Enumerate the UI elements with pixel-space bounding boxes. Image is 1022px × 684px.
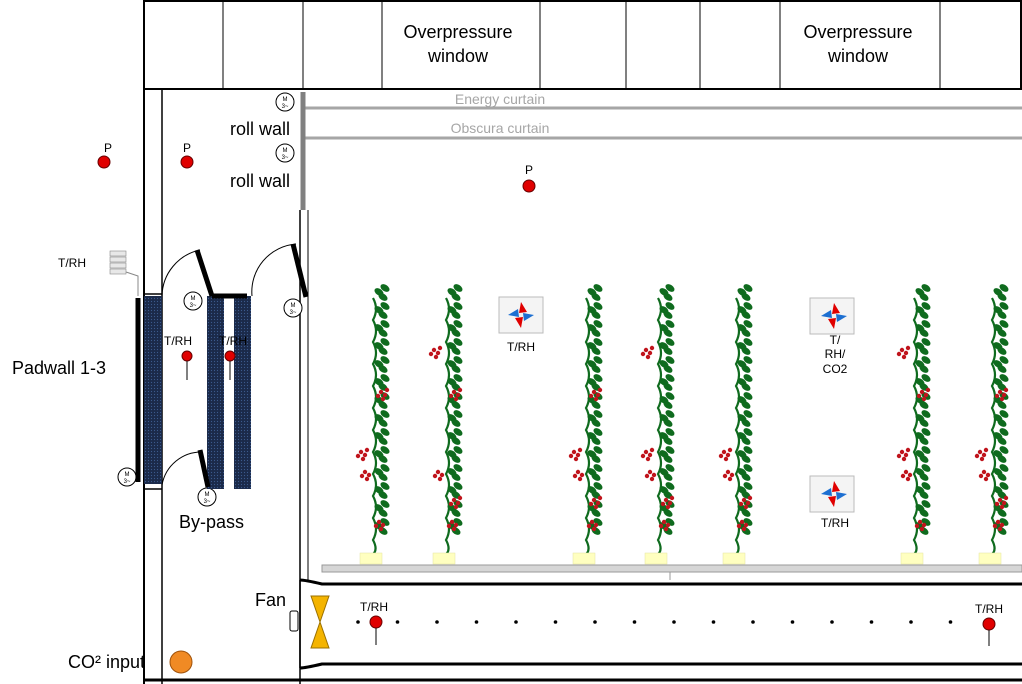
duct-hole [790,620,795,624]
roll-wall-label-lower: roll wall [230,171,290,191]
energy-curtain-label: Energy curtain [455,91,545,107]
corridor-trh-sensor-1: T/RH [164,334,193,380]
pressure-sensor-corridor: P [180,141,194,169]
air-duct [299,578,1022,670]
corridor-trh-sensor-2: T/RH [219,334,247,380]
outdoor-trh-label: T/RH [58,256,86,270]
tomato-plant [640,284,675,565]
tomato-plant [718,284,753,565]
fan-label: Fan [255,590,286,610]
fan-icon [289,595,330,649]
duct-hole [869,620,874,624]
motor-icon: M 3~ [117,467,137,487]
sensor-box-logo-icon [821,481,847,507]
duct-hole [948,620,953,624]
motor-icon: M 3~ [275,143,295,163]
growing-table [321,564,1022,573]
corridor-pad-2 [234,296,251,489]
corridor-pad-1 [207,296,224,489]
pressure-sensor-greenhouse: P [522,163,536,193]
tomato-plant [896,284,931,565]
obscura-curtain-label: Obscura curtain [451,120,550,136]
sensor-box-2 [809,297,855,335]
sensor-box-1 [498,296,544,334]
pressure-sensor-outside: P [97,141,112,169]
overpressure-window-label-left-line1: Overpressure [403,22,512,42]
motor-label: 3~ [190,303,197,309]
pressure-label: P [104,141,112,155]
corridor-trh-label: T/RH [219,334,247,348]
sensor-box-2-label-line2: RH/ [825,347,846,361]
motor-label: 3~ [290,310,297,316]
duct-trh-label: T/RH [360,600,388,614]
duct-trh-sensor-left: T/RH [360,600,388,645]
overpressure-window-label-right-line2: window [827,46,889,66]
roof-cells [222,1,941,89]
motor-icon: M 3~ [197,487,217,507]
tomato-plant [974,284,1009,565]
vent-flaps [144,243,309,490]
duct-hole [672,620,676,624]
duct-hole [395,620,400,624]
motor-label: M [283,97,288,103]
motor-label: M [291,303,296,309]
motor-label: M [191,296,196,302]
duct-hole [830,620,834,624]
tomato-plants [355,284,1009,565]
sensor-box-2-label-line1: T/ [830,333,841,347]
sensor-box-2-label-line3: CO2 [823,362,848,376]
tomato-plant [428,284,463,565]
overpressure-window-label-left-line2: window [427,46,489,66]
roof-strip [143,0,1022,90]
sensor-box-logo-icon [821,303,847,329]
motor-icon: M 3~ [183,291,203,311]
building-outline [143,0,1022,684]
tomato-plant [355,284,390,565]
duct-hole [435,620,439,624]
motor-label: 3~ [282,104,289,110]
padwall-label: Padwall 1-3 [12,358,106,378]
sensor-box-1-label: T/RH [507,340,535,354]
co2-input-icon [169,650,193,674]
roll-wall-label-upper: roll wall [230,119,290,139]
duct-trh-label: T/RH [975,602,1003,616]
motor-icon: M 3~ [283,298,303,318]
motor-label: M [205,492,210,498]
pressure-label: P [525,163,533,177]
duct-hole [751,620,755,624]
sensor-box-logo-icon [508,302,534,328]
duct-hole [909,620,913,624]
motor-label: 3~ [124,479,131,485]
motor-label: M [283,148,288,154]
duct-hole [711,620,716,624]
duct-hole [593,620,597,624]
outdoor-trh-sensor: T/RH [58,250,139,296]
duct-holes [356,620,992,624]
co2-input-label: CO² input [68,652,145,672]
duct-hole [356,620,360,624]
motor-icon: M 3~ [275,92,295,112]
motor-label: 3~ [282,155,289,161]
duct-hole [553,620,558,624]
duct-trh-sensor-right: T/RH [975,602,1003,646]
padwall [135,296,162,484]
duct-hole [632,620,637,624]
motor-label: M [125,472,130,478]
motor-label: 3~ [204,499,211,505]
sensor-box-3-label: T/RH [821,516,849,530]
pressure-label: P [183,141,191,155]
sensor-box-3 [809,475,855,513]
tomato-plant [568,284,603,565]
corridor-trh-label: T/RH [164,334,192,348]
duct-hole [474,620,479,624]
duct-hole [514,620,518,624]
overpressure-window-label-right-line1: Overpressure [803,22,912,42]
bypass-label: By-pass [179,512,244,532]
